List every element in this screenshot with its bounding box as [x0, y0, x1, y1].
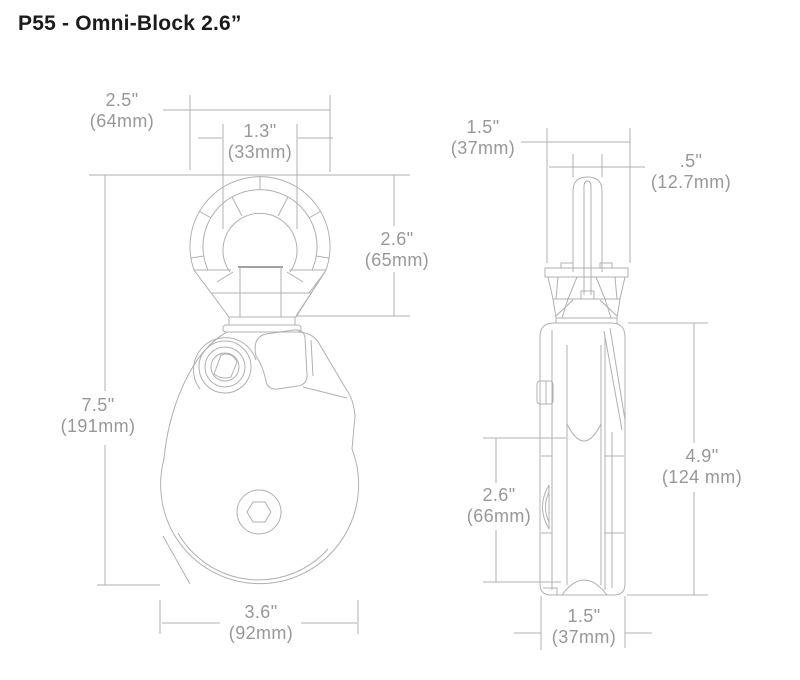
- dim-front-overall-height: 7.5" (191mm): [52, 395, 144, 437]
- dim-metric: (66mm): [466, 506, 532, 526]
- dim-inches: 2.5": [105, 90, 139, 110]
- dim-inches: 1.5": [466, 117, 500, 137]
- dim-inches: 2.6": [380, 229, 414, 249]
- swivel-eye: [189, 176, 331, 283]
- dim-front-eye-inner-width: 1.3" (33mm): [218, 121, 302, 163]
- dim-metric: (37mm): [551, 627, 617, 647]
- dim-metric: (33mm): [227, 142, 293, 162]
- dim-side-eye-thickness: .5" (12.7mm): [645, 151, 737, 193]
- axle-end: [542, 484, 550, 530]
- pulley-body: [160, 329, 360, 585]
- dim-front-eye-outer-width: 2.5" (64mm): [80, 90, 164, 132]
- dim-inches: 1.3": [243, 121, 277, 141]
- axle-hub: [236, 489, 282, 535]
- swivel-side: [544, 262, 629, 325]
- swivel-base: [193, 266, 327, 333]
- side-view-drawing: [536, 176, 629, 596]
- release-button: [536, 380, 554, 405]
- dim-metric: (64mm): [89, 111, 155, 131]
- dim-inches: .5": [679, 151, 703, 171]
- dim-inches: 4.9": [685, 446, 719, 466]
- dim-inches: 7.5": [81, 395, 115, 415]
- dim-side-sheave-diameter: 2.6" (66mm): [457, 485, 541, 527]
- dim-inches: 3.6": [244, 602, 278, 622]
- dim-inches: 2.6": [482, 485, 516, 505]
- page-title: P55 - Omni-Block 2.6”: [18, 12, 242, 35]
- front-view-dimension-lines: [89, 95, 410, 634]
- dim-side-swivel-width: 1.5" (37mm): [441, 117, 525, 159]
- dim-metric: (92mm): [228, 623, 294, 643]
- dim-side-body-height: 4.9" (124 mm): [650, 446, 754, 488]
- dim-metric: (37mm): [450, 138, 516, 158]
- dim-metric: (12.7mm): [650, 172, 732, 192]
- sheave-groove-top: [566, 423, 602, 442]
- dim-front-swivel-height: 2.6" (65mm): [355, 229, 439, 271]
- body-side: [536, 322, 626, 596]
- side-view-dimension-lines: [483, 128, 708, 650]
- dim-metric: (124 mm): [661, 467, 743, 487]
- dim-side-body-thickness: 1.5" (37mm): [541, 606, 627, 648]
- dim-front-body-width: 3.6" (92mm): [219, 602, 303, 644]
- dim-metric: (191mm): [60, 416, 136, 436]
- front-view-drawing: [160, 176, 360, 585]
- dim-metric: (65mm): [364, 250, 430, 270]
- sheave-groove-bottom: [561, 579, 608, 596]
- dim-inches: 1.5": [567, 606, 601, 626]
- pivot-pin: [193, 337, 257, 394]
